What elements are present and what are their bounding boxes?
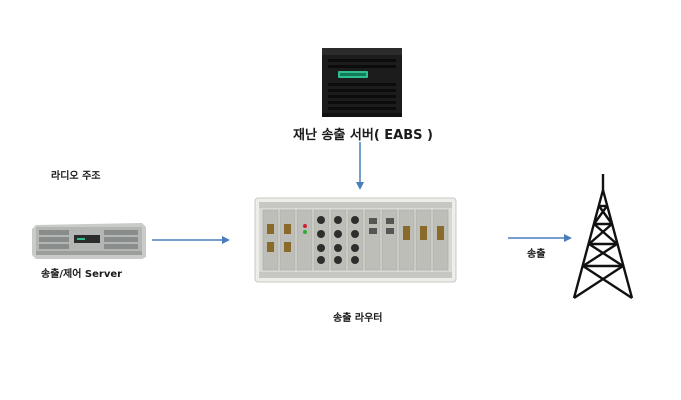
- eabs-server-image: [318, 45, 406, 119]
- tx-control-server-image: [30, 221, 148, 261]
- arrow-server-to-router: [150, 233, 232, 247]
- arrow-eabs-to-router: [353, 140, 367, 192]
- arrow-router-to-tower: [506, 231, 574, 245]
- radio-main-label: 라디오 주조: [51, 171, 101, 182]
- tx-router-label: 송출 라우터: [333, 313, 383, 324]
- tx-router-image: [253, 196, 458, 284]
- eabs-server-label: 재난 송출 서버( EABS ): [293, 128, 433, 143]
- edge-label-transmit: 송출: [527, 249, 546, 260]
- transmission-tower-icon: [568, 172, 638, 302]
- tx-control-server-label: 송출/제어 Server: [41, 269, 123, 280]
